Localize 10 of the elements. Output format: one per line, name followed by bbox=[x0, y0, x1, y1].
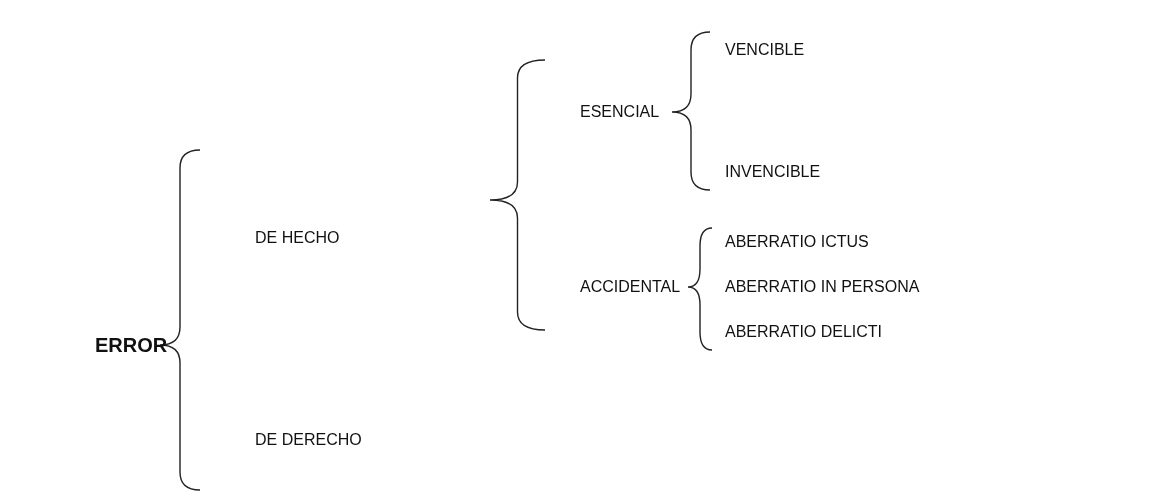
root-term: ERROR bbox=[95, 333, 168, 357]
category-term: ABERRATIO ICTUS bbox=[725, 233, 869, 251]
category-term: ABERRATIO DELICTI bbox=[725, 323, 883, 341]
category-term: INVENCIBLE bbox=[725, 163, 821, 181]
category-term: DE HECHO bbox=[255, 229, 340, 247]
category-term: ESENCIAL bbox=[580, 103, 660, 121]
category-term: VENCIBLE bbox=[725, 41, 805, 59]
category-term: ACCIDENTAL bbox=[580, 278, 681, 296]
category-term: DE DERECHO bbox=[255, 431, 362, 449]
category-term: ABERRATIO IN PERSONA bbox=[725, 278, 920, 296]
